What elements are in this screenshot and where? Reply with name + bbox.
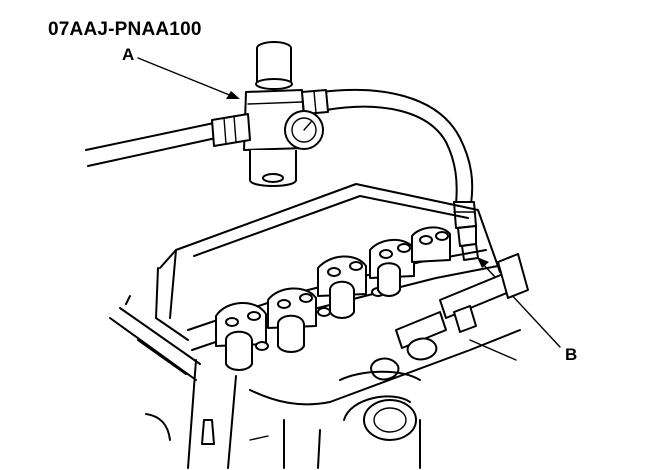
vacuum-hose — [321, 89, 474, 205]
callout-label-b: B — [565, 345, 578, 364]
tool-part-number: 07AAJ-PNAA100 — [48, 19, 202, 40]
tool-a-regulator — [211, 41, 329, 187]
cylinder-head — [109, 183, 529, 469]
inlet-hose — [85, 122, 217, 167]
callout-label-a: A — [122, 45, 135, 64]
leader-line-a — [137, 57, 240, 99]
